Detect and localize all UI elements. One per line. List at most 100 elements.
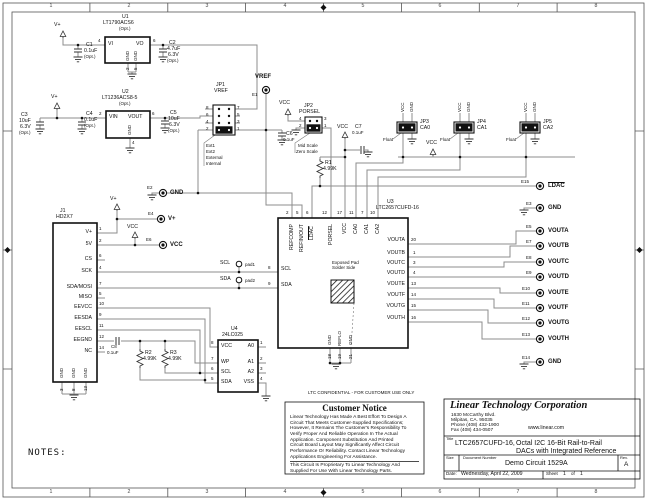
- j1-pin-name: EESDA: [74, 315, 92, 321]
- c3-ref: C3: [21, 112, 28, 118]
- border-col: 6: [438, 489, 442, 495]
- confidential-note: LTC CONFIDENTIAL - FOR CUSTOMER USE ONLY: [308, 390, 415, 395]
- pin-number: 5: [296, 210, 299, 215]
- pin-number: 2: [206, 126, 209, 131]
- u1-ref: U1: [122, 14, 129, 20]
- u3-pin-name: VOUTH: [386, 315, 405, 321]
- j1-pin-gnd: GND: [59, 368, 64, 378]
- border-col: 4: [283, 3, 287, 9]
- testpoint-net: GND: [548, 359, 562, 365]
- pin-number: 16: [411, 315, 417, 320]
- pad-net-label: SDA: [220, 276, 231, 282]
- c4-value: 0.1uF: [84, 117, 98, 123]
- c3-value: 10uF: [19, 118, 31, 124]
- c7-ref: C7: [355, 124, 362, 130]
- c6-value: 0.1uF: [283, 137, 295, 142]
- pin-number: 3: [237, 119, 240, 124]
- testpoint-net: VOUTH: [548, 336, 569, 342]
- doc-number: Demo Circuit 1529A: [505, 460, 568, 467]
- u4-pin-name: SCL: [221, 369, 232, 375]
- company-address: Milpitas, CA. 95035: [451, 418, 493, 423]
- u3-pin-name: VOUTA: [387, 237, 405, 243]
- r2-ref: R2: [145, 350, 152, 356]
- j1-pin-name: MISO: [78, 294, 92, 300]
- schematic-title: Octal I2C 16-Bit Rail-to-Rail: [516, 440, 602, 447]
- pin-number: 21: [348, 353, 353, 359]
- pin-number: 1: [324, 123, 327, 128]
- j1-pin-gnd: GND: [71, 368, 76, 378]
- testpoint-id: E6: [146, 237, 152, 242]
- pin-number: 14: [411, 292, 417, 297]
- u3-pin-name: SCL: [281, 266, 292, 272]
- j1-pin-name: SDA/MOSI: [66, 284, 92, 290]
- junction-dots: [55, 43, 528, 382]
- pin-number: 8: [71, 388, 76, 391]
- j1-pin-name: 5V: [85, 241, 92, 247]
- testpoint-id: E1: [252, 92, 258, 97]
- testpoint-net: VREF: [255, 74, 272, 80]
- sheet-total: 1: [580, 471, 583, 477]
- testpoint-net: VOUTD: [548, 274, 569, 280]
- testpoint-id: E12: [522, 316, 531, 321]
- u3-pin-name: GND: [348, 335, 353, 345]
- rev-label: Rev.: [620, 455, 628, 460]
- schematic-title: DACs with Integrated Reference: [516, 448, 617, 455]
- u1-pin-vo: VO: [136, 41, 144, 47]
- pin-number: 15: [411, 303, 417, 308]
- c2-voltage: 6.3V: [168, 52, 179, 58]
- u2-part: LT1236ACS8-5: [102, 95, 138, 101]
- pin-number: 6: [211, 366, 214, 371]
- border-col: 7: [516, 489, 520, 495]
- jp4-float: Float: [440, 137, 451, 142]
- pin-number: 2: [99, 111, 102, 116]
- u3-pin-name: VOUTF: [387, 292, 405, 298]
- pin-number: 2: [299, 123, 302, 128]
- jp4-vcc: VCC: [457, 102, 462, 112]
- u3-pin-name: CA0: [353, 223, 359, 234]
- u3-pin-name: PORSEL: [328, 223, 334, 245]
- pin-number: 1: [237, 126, 240, 131]
- pin-number: 10: [99, 301, 105, 306]
- jp5-gnd: GND: [532, 102, 537, 112]
- sheet-number: 1: [563, 471, 566, 477]
- testpoint-net: VOUTE: [548, 290, 569, 296]
- jp5-float: Float: [506, 137, 517, 142]
- j1-pin-name: EEVCC: [74, 304, 92, 310]
- jp2-option: Zero Scale: [296, 149, 318, 154]
- vcc-label: VCC: [337, 124, 348, 130]
- j1-pin-name: NC: [84, 348, 93, 354]
- pin-number: 1: [413, 250, 416, 255]
- u1-opt: (Opt.): [119, 26, 131, 31]
- testpoint-net: VOUTA: [548, 228, 569, 234]
- j1-part: HD2X7: [56, 214, 73, 220]
- pin-number: 3: [324, 116, 327, 121]
- border-col: 2: [127, 3, 131, 9]
- u3-pin-name: VOUTC: [386, 260, 405, 266]
- c2-opt: (Opt.): [167, 58, 179, 63]
- c8-value: 0.1uF: [107, 350, 119, 355]
- pin-number: 19: [337, 353, 342, 359]
- u3-pin-name: VOUTE: [387, 281, 405, 287]
- r3-value: 4.99K: [168, 356, 182, 362]
- c5-opt: (Opt.): [168, 128, 180, 133]
- pin-number: 7: [211, 356, 214, 361]
- testpoint-id: E7: [526, 239, 532, 244]
- pin-number: 3: [59, 388, 64, 391]
- jp3-float: Float: [383, 137, 394, 142]
- u2-pin-vout: VOUT: [128, 114, 143, 120]
- testpoint-id: E5: [526, 224, 532, 229]
- u4-pin-name: WP: [221, 359, 230, 365]
- c8-ref: C8: [111, 344, 117, 349]
- wires: [39, 37, 575, 396]
- pin-number: 12: [99, 334, 105, 339]
- u2-ref: U2: [122, 89, 129, 95]
- testpoint-id: E3: [526, 201, 532, 206]
- border-col: 5: [361, 489, 365, 495]
- c3-voltage: 6.3V: [20, 124, 31, 130]
- u3-pin-name: VOUTG: [386, 303, 405, 309]
- testpoint-net: VOUTB: [548, 243, 569, 249]
- date-label: Date:: [446, 471, 457, 476]
- jp1-option: Ext1: [206, 143, 216, 148]
- r2-value: 4.99K: [143, 356, 157, 362]
